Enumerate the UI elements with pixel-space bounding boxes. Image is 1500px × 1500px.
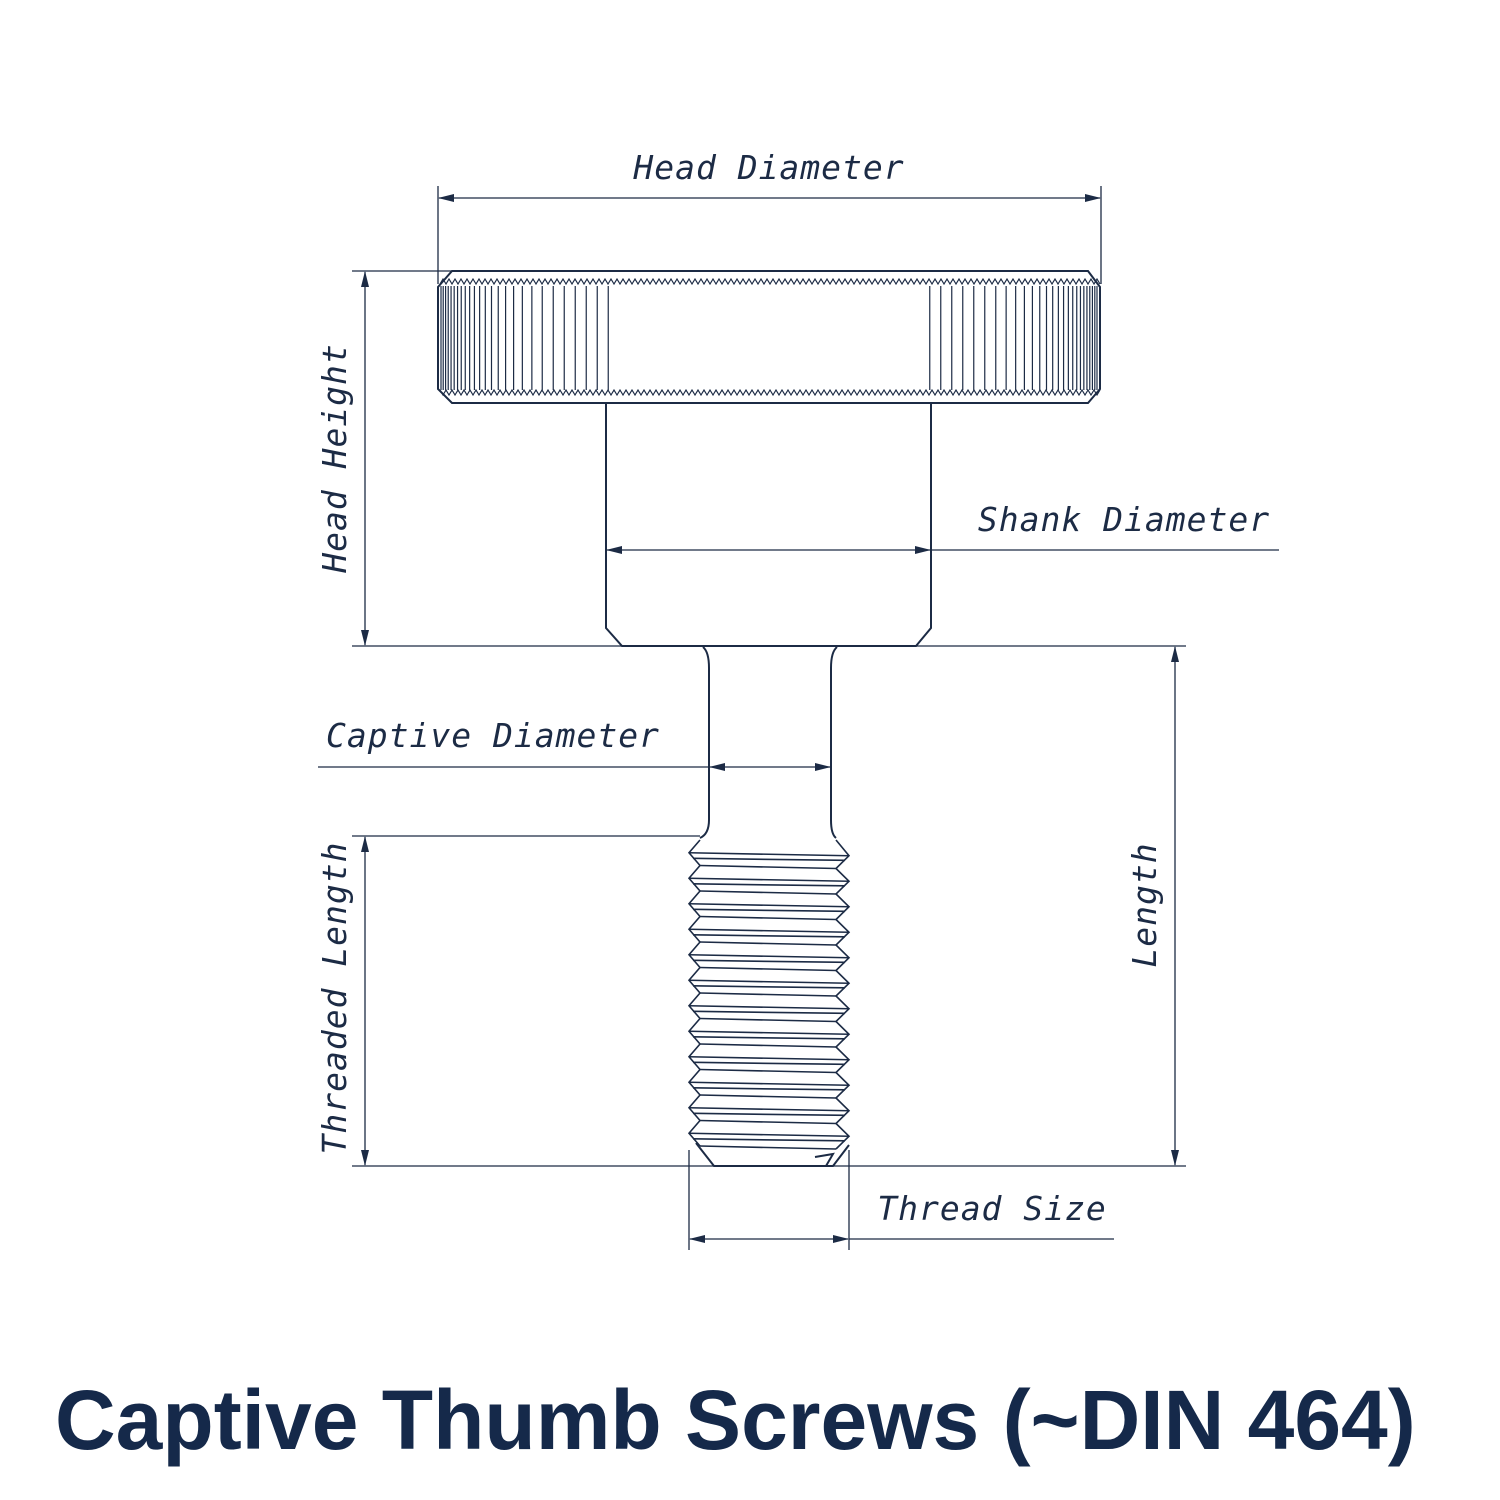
dimensions xyxy=(318,186,1279,1250)
captive-diameter-label: Captive Diameter xyxy=(326,716,660,755)
captive-neck-right xyxy=(830,646,838,839)
length-label: Length xyxy=(1125,842,1164,967)
knurl-top-edge xyxy=(439,277,1101,286)
shank-diameter-label: Shank Diameter xyxy=(978,500,1270,539)
screw-body xyxy=(437,270,1101,1167)
threaded-length-label: Threaded Length xyxy=(315,841,354,1154)
knurled-head xyxy=(437,270,1101,404)
shank xyxy=(605,403,932,647)
head-diameter-label: Head Diameter xyxy=(632,148,904,187)
thread xyxy=(687,839,851,1150)
knurl-right xyxy=(929,286,1098,390)
head-height-label: Head Height xyxy=(315,343,354,574)
knurl-bottom-edge xyxy=(439,388,1101,397)
captive-neck xyxy=(699,646,710,839)
page-title: Captive Thumb Screws (~DIN 464) xyxy=(55,1373,1416,1467)
knurl-left xyxy=(440,286,609,390)
thread-size-label: Thread Size xyxy=(877,1189,1107,1228)
